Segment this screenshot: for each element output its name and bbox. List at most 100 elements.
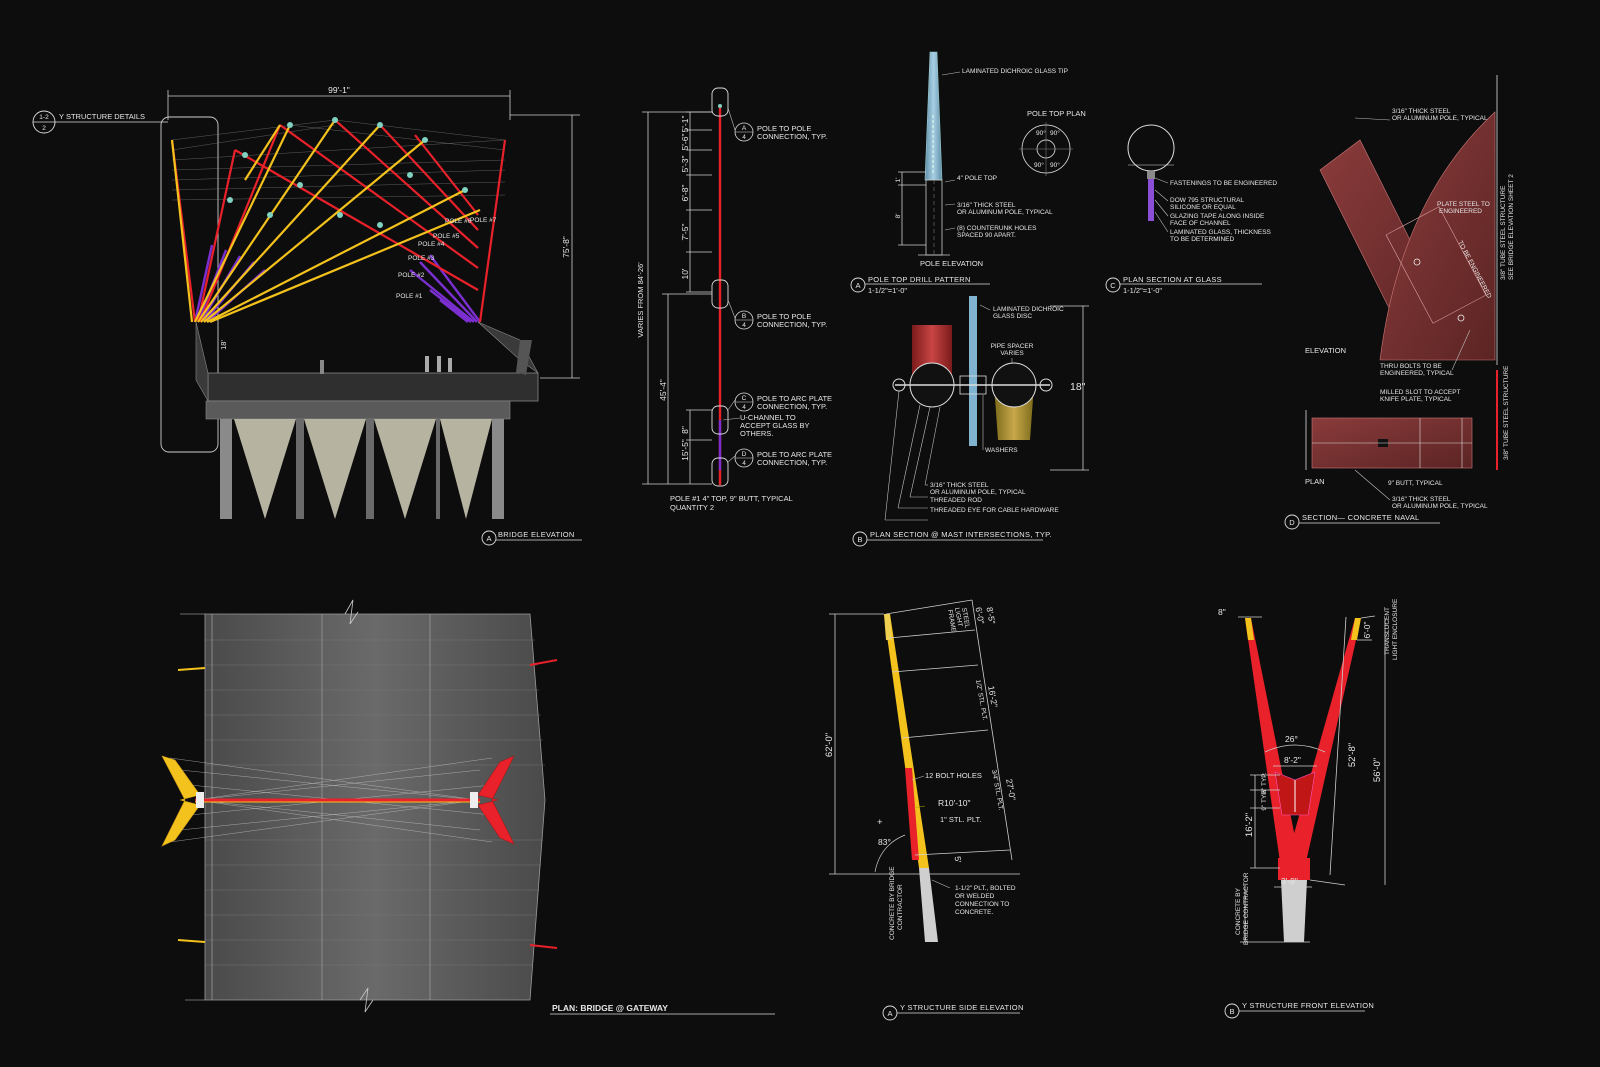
naval-note-top-2: OR ALUMINUM POLE, TYPICAL [1392,115,1488,122]
pole-note-2: QUANTITY 2 [670,503,714,512]
callout-b-line1: POLE TO POLE [757,312,811,321]
front-right-dim-1: 6'-0" [1362,622,1372,639]
callout-a-line1: POLE TO POLE [757,124,811,133]
callout-c: C 4 POLE TO ARC PLATE CONNECTION, TYP. [727,392,832,412]
pole-top-tag: A [855,281,860,290]
pole-top-scale: 1-1/2"=1'-0" [868,286,907,295]
naval-note-top-1: 3/16" THICK STEEL [1392,108,1451,115]
tube-note-1: 3/8" TUBE STEEL STRUCTURE [1500,185,1507,280]
ref-bottom: 2 [42,125,46,132]
mast-note-b1: 3/16" THICK STEEL [930,482,989,489]
dim-upper-5: 7'-5" [680,224,690,241]
dim-base-2: 8" [680,426,690,434]
front-concrete-1: CONCRETE BY [1235,887,1242,935]
naval-plan-label: PLAN [1305,477,1325,486]
side-height: 62'-0" [824,733,835,757]
glass-note-2: DOW 795 STRUCTURAL [1170,197,1244,204]
naval-title: SECTION— CONCRETE NAVAL [1302,513,1419,522]
dim-lower: 45'-4" [658,379,668,401]
callout-a-sheet: 4 [742,134,746,141]
thru-bolts-1: THRU BOLTS TO BE [1380,363,1442,370]
plate-label-6: 1" STL. PLT. [940,815,981,824]
side-tag: A [887,1009,892,1018]
pole-labels: POLE #1 POLE #2 POLE #3 POLE #4 POLE #5 … [396,217,497,300]
red-poles [170,119,507,323]
pole-label-6: POLE #6 [445,218,472,225]
side-radius: R10'-10" [938,798,971,808]
bridge-plan-title: PLAN: BRIDGE @ GATEWAY [552,1003,668,1013]
tube-note-2: SEE BRIDGE ELEVATION SHEET 2 [1508,174,1515,280]
bridge-elev-title: BRIDGE ELEVATION [498,530,575,539]
glass-section: FASTENINGS TO BE ENGINEERED DOW 795 STRU… [1105,124,1277,295]
bridge-plan: PLAN: BRIDGE @ GATEWAY [161,599,775,1015]
mast-note-b3: THREADED ROD [930,497,982,504]
dim-upper-4: 6'-8" [680,185,690,202]
pole-note-1: POLE #1 4" TOP, 9" BUTT, TYPICAL [670,494,793,503]
callout-c-line2: CONNECTION, TYP. [757,402,827,411]
side-base-note-2: OR WELDED [955,893,995,900]
plate-label-1: LIGHT [953,607,963,627]
thru-bolts-2: ENGINEERED, TYPICAL [1380,370,1454,377]
plate-label-2: STEEL [960,607,971,629]
callout-b: B 4 POLE TO POLE CONNECTION, TYP. [727,299,827,330]
glass-note-4: GLAZING TAPE ALONG INSIDE [1170,213,1265,220]
mast-note-b2: OR ALUMINUM POLE, TYPICAL [930,489,1026,496]
callout-a: A 4 POLE TO POLE CONNECTION, TYP. [727,107,827,142]
plate-steel-1: PLATE STEEL TO [1437,201,1490,208]
plan-y-left [161,755,201,847]
dim-upper-2: 5'-6" [680,134,690,151]
callout-c-sheet: 4 [742,404,746,411]
light-label-2: LIGHT ENCLOSURE [1392,598,1399,660]
side-concrete-2: CONTRACTOR [897,884,904,930]
pole-joints [227,117,468,228]
side-concrete-1: CONCRETE BY BRIDGE [889,866,896,940]
glass-note-7: TO BE DETERMINED [1170,236,1234,243]
pole-elevation: VARIES FROM 84'-26' 5'-1" 5'-6" 5'-3" 6'… [636,87,832,512]
pole-label-7: POLE #7 [470,217,497,224]
pole-elevation-label: POLE ELEVATION [920,259,983,268]
callout-d-line1: POLE TO ARC PLATE [757,450,832,459]
glass-section-pole [1127,124,1175,172]
base-dim: 18' [219,340,228,350]
dim-upper-1: 5'-1" [680,116,690,133]
side-angle: 83° [878,837,891,847]
callout-d-sheet: 4 [742,460,746,467]
angle-3: 90° [1034,161,1044,169]
glass-disc [969,296,977,446]
callout-d-line2: CONNECTION, TYP. [757,458,827,467]
bridge-elevation: 1-2 2 Y STRUCTURE DETAILS 99'-1" 75'-8" … [32,85,582,546]
dim-upper-6: 10' [680,268,690,279]
milled-1: MILLED SLOT TO ACCEPT [1380,389,1461,396]
angle-1: 90° [1036,129,1046,137]
glass-note-6: LAMINATED GLASS, THICKNESS [1170,229,1272,236]
mast-tag: B [857,535,862,544]
naval-note-b1: 3/16" THICK STEEL [1392,496,1451,503]
callout-d: D 4 POLE TO ARC PLATE CONNECTION, TYP. [727,448,832,468]
pole-top-dim-1: 1' [895,178,902,183]
uchannel-line3: OTHERS. [740,429,773,438]
detail-outline [160,116,219,453]
pole-label-4: POLE #4 [418,241,445,248]
pole-label-3: POLE #3 [408,255,435,262]
front-left-dim-2: 9" TYP. [1261,789,1268,810]
side-dim-3: 16'-2" [986,685,1000,708]
callout-c-line1: POLE TO ARC PLATE [757,394,832,403]
light-label-1: TRANSLUCENT [1384,607,1391,655]
pole-top-note-4: (8) COUNTERUNK HOLES [957,225,1037,232]
front-base-dim: 3'-9" [1281,876,1298,886]
angle-2: 90° [1050,129,1060,137]
callout-b-sheet: 4 [742,322,746,329]
tube-note-3: 3/8" TUBE STEEL STRUCTURE [1503,365,1510,460]
callout-a-line2: CONNECTION, TYP. [757,132,827,141]
uchannel-line2: ACCEPT GLASS BY [740,421,809,430]
naval-note-b2: OR ALUMINUM POLE, TYPICAL [1392,503,1488,510]
callout-b-tag: B [742,313,746,320]
bridge-plan-deck [204,613,546,1001]
spacer-line2: VARIES [1000,350,1024,357]
front-right-dim-3: 56'-0" [1372,758,1383,782]
glass-note-1: FASTENINGS TO BE ENGINEERED [1170,180,1277,187]
front-angle: 26° [1285,734,1298,744]
pole-top-plan-label: POLE TOP PLAN [1027,109,1086,118]
naval-butt: 9" BUTT, TYPICAL [1388,480,1443,487]
